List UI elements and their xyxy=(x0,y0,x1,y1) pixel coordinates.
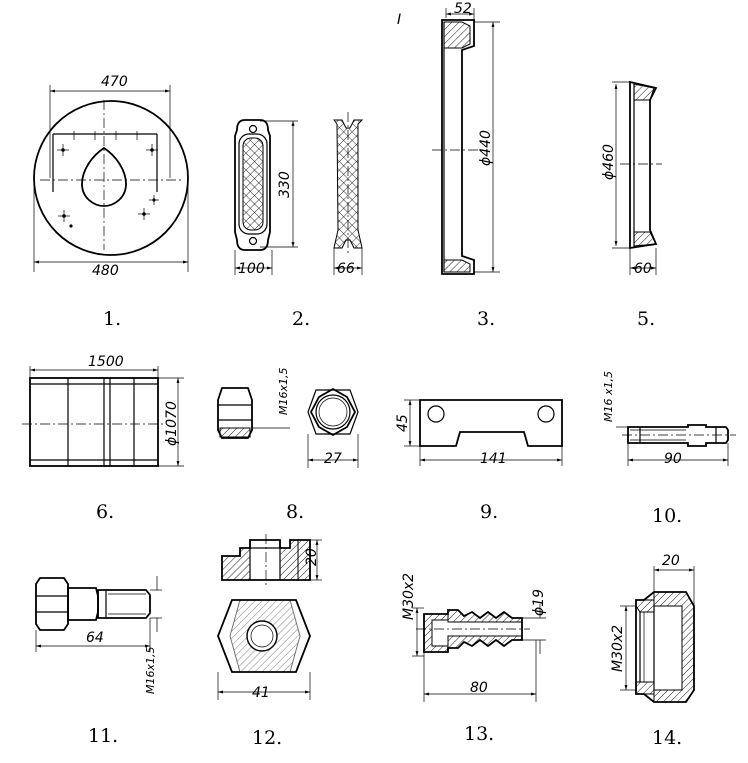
part-14-dim-width: 20 xyxy=(662,553,680,569)
part-2-dim-height: 330 xyxy=(277,171,293,198)
part-2-gasket: 330 100 66 2. xyxy=(234,112,364,330)
part-10-dim-thread: M16 x1,5 xyxy=(602,371,615,422)
part-1-number: 1. xyxy=(103,308,121,330)
part-6-number: 6. xyxy=(96,501,114,523)
part-9-bracket: 45 141 9. xyxy=(395,399,563,523)
part-13-dim-diameter: ϕ19 xyxy=(531,589,547,616)
part-12-dim-height: 20 xyxy=(304,548,320,566)
part-9-number: 9. xyxy=(480,501,498,523)
part-10-stud: M16 x1,5 90 10. xyxy=(602,371,736,527)
top-mark: I xyxy=(397,12,401,28)
part-6-dim-length: 1500 xyxy=(88,354,124,370)
part-2-number: 2. xyxy=(292,308,310,330)
part-3-dim-width: 52 xyxy=(454,1,472,17)
part-3-dim-diameter: ϕ440 xyxy=(478,130,494,166)
part-8-dim-thread: M16x1,5 xyxy=(277,368,290,416)
part-11-dim-thread: M16x1,5 xyxy=(144,647,157,695)
part-13-dim-length: 80 xyxy=(470,680,488,696)
part-12-number: 12. xyxy=(252,727,282,749)
part-5-number: 5. xyxy=(637,308,655,330)
part-5-ring: ϕ460 60 5. xyxy=(601,80,662,330)
part-11-bolt: 64 M16x1,5 11. xyxy=(35,576,162,747)
part-12-hexblock: 20 41 12. xyxy=(217,534,322,749)
part-14-dim-thread: M30x2 xyxy=(610,625,626,672)
part-13-dim-thread: M30x2 xyxy=(401,573,417,620)
part-9-dim-height: 45 xyxy=(395,414,411,432)
part-1-dim-width: 470 xyxy=(101,74,128,90)
part-5-dim-width: 60 xyxy=(634,261,652,277)
part-13-fitting: M30x2 ϕ19 80 13. xyxy=(401,573,547,745)
part-8-number: 8. xyxy=(286,501,304,523)
part-3-number: 3. xyxy=(477,308,495,330)
part-8-nut: M16x1,5 27 8. xyxy=(217,368,359,523)
part-14-capnut: 20 M30x2 14. xyxy=(610,553,695,749)
part-2-dim-thickness: 66 xyxy=(337,261,355,277)
part-1-dim-diameter: 480 xyxy=(92,263,119,279)
part-3-ring: 52 ϕ440 3. xyxy=(432,1,500,330)
part-11-number: 11. xyxy=(88,725,118,747)
part-6-dim-diameter: ϕ1070 xyxy=(164,401,180,446)
part-11-dim-length: 64 xyxy=(86,630,104,646)
part-10-number: 10. xyxy=(652,505,682,527)
part-13-number: 13. xyxy=(464,723,494,745)
part-9-dim-length: 141 xyxy=(480,451,507,467)
part-8-dim-width: 27 xyxy=(324,451,342,467)
part-10-dim-length: 90 xyxy=(664,451,682,467)
part-2-dim-width: 100 xyxy=(238,261,265,277)
part-6-drum: 1500 ϕ1070 6. xyxy=(22,354,184,523)
part-12-dim-width: 41 xyxy=(252,685,270,701)
part-1-plate: 470 480 1. xyxy=(33,74,189,330)
part-14-number: 14. xyxy=(652,727,682,749)
part-5-dim-diameter: ϕ460 xyxy=(601,144,617,180)
